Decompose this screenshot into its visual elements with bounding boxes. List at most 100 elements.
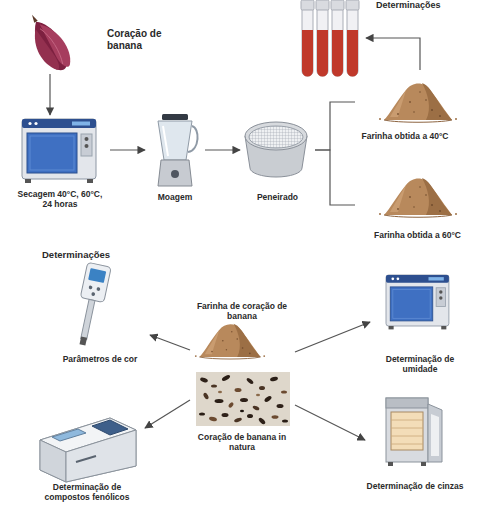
sieve-illustration-part (245, 122, 307, 150)
test-tubes-illustration-part (316, 0, 329, 10)
spectrophotometer-illustration (40, 418, 136, 482)
process-step: Determinação de umidade (370, 270, 470, 380)
flour-pile-illustration (195, 324, 265, 359)
spectrophotometer-illustration-part (40, 440, 66, 482)
spectrophotometer-illustration-part (92, 420, 128, 435)
test-tubes-illustration-part (301, 0, 314, 10)
test-tubes-illustration-part (347, 30, 358, 77)
banana-heart-illustration (21, 8, 76, 77)
process-step: Secagem 40°C, 60°C, 24 horas (10, 115, 110, 215)
process-step: Farinha obtida a 40°C (355, 70, 455, 150)
banana-heart-photo-part (272, 415, 279, 419)
muffle-furnace-illustration (386, 398, 442, 466)
banana-heart-photo-part (234, 417, 243, 423)
sieve-illustration-part (249, 126, 303, 148)
spectrophotometer-illustration-part (76, 456, 96, 462)
banana-heart-photo-part (240, 398, 248, 402)
blender-illustration (158, 114, 198, 186)
colorimeter-illustration-part (88, 268, 106, 283)
spectrophotometer-illustration-part (66, 430, 136, 482)
muffle-furnace-illustration-part (391, 420, 423, 444)
node-label: Farinha obtida a 60°C (355, 230, 480, 240)
flow-arrow (145, 400, 190, 428)
colorimeter-illustration-part (80, 337, 88, 346)
blender-illustration-part (163, 126, 168, 156)
banana-heart-photo-part (209, 416, 218, 422)
node-label: Moagem (145, 192, 205, 202)
process-step: Farinha obtida a 60°C (355, 160, 480, 248)
node-label: Farinha de coração de banana (192, 301, 292, 321)
flow-arrow (295, 405, 365, 440)
banana-heart-photo-part (277, 404, 284, 408)
node-label: Peneirado (240, 192, 315, 202)
section-heading: Determinações (42, 249, 132, 260)
banana-heart-photo-part (247, 414, 253, 418)
spectrophotometer-illustration-part (40, 418, 136, 482)
colorimeter-illustration-part (80, 262, 111, 302)
banana-heart-photo-part (221, 374, 231, 382)
colorimeter-illustration-part (96, 287, 100, 291)
banana-heart-photo-part (215, 399, 224, 403)
test-tubes-illustration-part (331, 0, 344, 10)
colorimeter-illustration (71, 262, 112, 347)
colorimeter-illustration-part (91, 292, 95, 296)
test-tubes-illustration-part (302, 4, 313, 76)
banana-heart-photo (196, 372, 290, 426)
node-label: Parâmetros de cor (50, 354, 150, 364)
flow-arrow (295, 322, 370, 352)
colorimeter-illustration-part (81, 299, 95, 339)
banana-heart-photo-part (264, 395, 273, 403)
node-sublabel: Coração de banana in natura (192, 432, 292, 452)
flow-arrow (49, 74, 50, 115)
flow-arrow (366, 38, 420, 70)
node-label: Determinação de cinzas (365, 481, 465, 491)
test-tubes-illustration-part (332, 30, 343, 77)
test-tubes-illustration-part (347, 4, 358, 76)
flow-arrow (110, 149, 145, 150)
node-label: Secagem 40°C, 60°C, 24 horas (15, 189, 105, 209)
process-step: Determinação de compostos fenólicos (30, 412, 145, 509)
banana-heart-photo-part (218, 391, 222, 393)
process-step: Farinha de coração de bananaCoração de b… (190, 298, 295, 463)
blender-illustration-part (158, 121, 192, 160)
moisture-oven-illustration (386, 275, 449, 329)
muffle-furnace-illustration-part (421, 462, 426, 466)
node-label: Determinação de compostos fenólicos (32, 482, 142, 502)
test-tubes-illustration-part (317, 4, 328, 76)
node-label: Coração de banana (107, 28, 169, 52)
drying-oven-illustration (22, 119, 96, 183)
muffle-furnace-illustration-part (391, 412, 423, 450)
process-step: Determinações (298, 0, 366, 80)
sieve-illustration (245, 122, 307, 177)
banana-heart-photo-part (196, 372, 290, 426)
banana-heart-photo-part (259, 386, 265, 390)
process-step: Peneirado (240, 112, 315, 204)
muffle-furnace-illustration-part (386, 398, 428, 462)
banana-heart-illustration-part (30, 14, 37, 23)
banana-heart-photo-part (240, 410, 244, 412)
flour-pile-illustration (379, 83, 457, 122)
blender-illustration-part (158, 160, 192, 186)
muffle-furnace-illustration-part (428, 404, 442, 462)
banana-heart-photo-part (199, 412, 205, 415)
test-tubes-illustration-part (317, 30, 328, 77)
colorimeter-illustration-part (88, 285, 92, 289)
process-step: Moagem (145, 112, 205, 204)
test-tubes-illustration (301, 0, 359, 77)
node-label: Determinações (376, 0, 476, 11)
test-tubes-illustration-part (346, 0, 359, 10)
muffle-furnace-illustration-part (388, 462, 393, 466)
banana-heart-illustration-part (28, 27, 62, 73)
blender-illustration-part (162, 114, 188, 120)
blender-illustration-part (188, 126, 198, 152)
test-tubes-illustration-part (332, 4, 343, 76)
banana-heart-photo-part (258, 417, 266, 425)
bracket-connector (315, 150, 355, 205)
process-step: Coração de banana (15, 22, 170, 74)
test-tubes-illustration-part (302, 30, 313, 77)
process-step: Determinação de cinzas (365, 390, 465, 505)
node-label: Determinação de umidade (370, 354, 470, 374)
flour-pile-illustration (379, 178, 457, 217)
node-label: Farinha obtida a 40°C (355, 131, 455, 141)
